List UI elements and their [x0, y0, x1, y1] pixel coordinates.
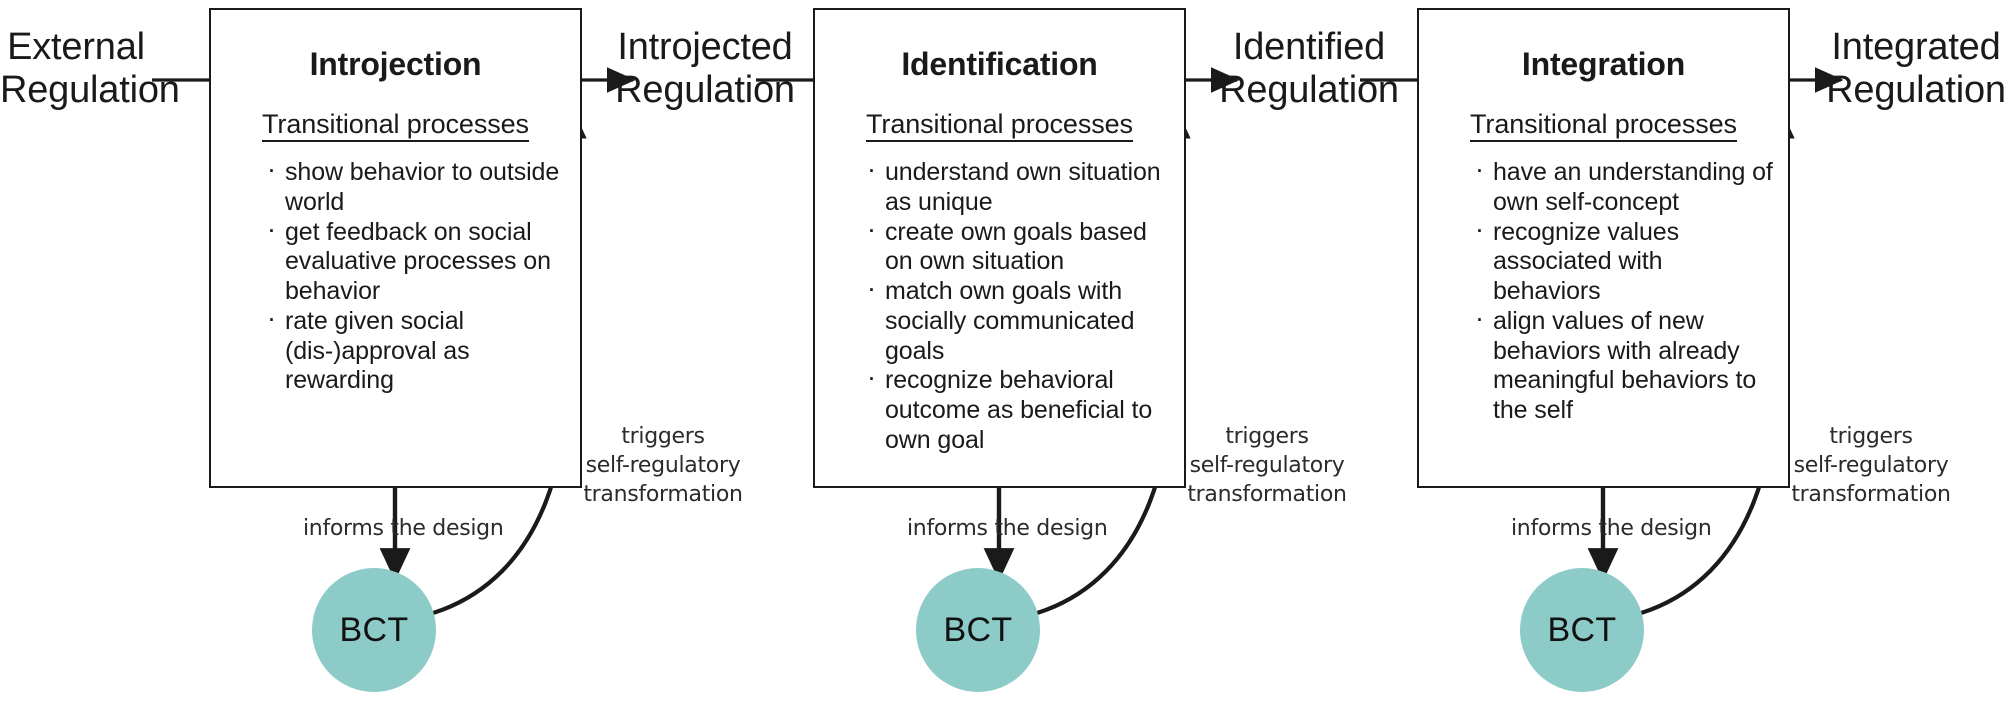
list-item: create own goals based on own situation	[855, 213, 1172, 278]
stage-bullets-integration: have an understanding of own self-concep…	[1463, 153, 1776, 426]
list-item: recognize behavioral outcome as benefici…	[855, 361, 1172, 455]
label-informs-the-design-3: informs the design	[1511, 516, 1712, 541]
label-informs-the-design-1: informs the design	[303, 516, 504, 541]
list-item: rate given social (dis-)approval as rewa…	[255, 302, 566, 396]
list-item: align values of new behaviors with alrea…	[1463, 302, 1776, 426]
stage-subtitle-introjection: Transitional processes	[211, 109, 580, 142]
bct-circle-identification: BCT	[916, 568, 1040, 692]
stage-subtitle-integration: Transitional processes	[1419, 109, 1788, 142]
label-informs-the-design-2: informs the design	[907, 516, 1108, 541]
label-introjected-regulation: Introjected Regulation	[615, 26, 795, 111]
bct-circle-integration: BCT	[1520, 568, 1644, 692]
stage-bullets-identification: understand own situation as unique creat…	[855, 153, 1172, 456]
list-item: show behavior to outside world	[255, 153, 566, 218]
stage-box-identification: Identification Transitional processes un…	[813, 8, 1186, 488]
list-item: recognize values associated with behavio…	[1463, 212, 1776, 307]
list-item: understand own situation as unique	[855, 153, 1172, 218]
label-identified-regulation: Identified Regulation	[1219, 26, 1399, 111]
stage-subtitle-text-introjection: Transitional processes	[262, 109, 529, 142]
label-triggers-self-regulatory-transformation-3: triggers self-regulatory transformation	[1791, 424, 1951, 508]
bct-circle-introjection: BCT	[312, 568, 436, 692]
stage-bullets-introjection: show behavior to outside world get feedb…	[255, 153, 566, 396]
stage-box-introjection: Introjection Transitional processes show…	[209, 8, 582, 488]
stage-title-integration: Integration	[1521, 46, 1686, 82]
label-triggers-self-regulatory-transformation-2: triggers self-regulatory transformation	[1187, 424, 1347, 508]
bct-label: BCT	[339, 610, 409, 649]
label-external-regulation: External Regulation	[0, 26, 180, 111]
bct-label: BCT	[1547, 610, 1617, 649]
bct-label: BCT	[943, 610, 1013, 649]
list-item: get feedback on social evaluative proces…	[255, 212, 566, 307]
stage-subtitle-text-identification: Transitional processes	[866, 109, 1133, 142]
label-triggers-self-regulatory-transformation-1: triggers self-regulatory transformation	[583, 424, 743, 508]
list-item: match own goals with socially communicat…	[855, 272, 1172, 366]
list-item: have an understanding of own self-concep…	[1463, 153, 1776, 218]
label-integrated-regulation: Integrated Regulation	[1826, 26, 2006, 111]
stage-subtitle-identification: Transitional processes	[815, 109, 1184, 142]
stage-title-identification: Identification	[901, 46, 1098, 82]
stage-subtitle-text-integration: Transitional processes	[1470, 109, 1737, 142]
stage-title-introjection: Introjection	[309, 46, 482, 82]
stage-box-integration: Integration Transitional processes have …	[1417, 8, 1790, 488]
